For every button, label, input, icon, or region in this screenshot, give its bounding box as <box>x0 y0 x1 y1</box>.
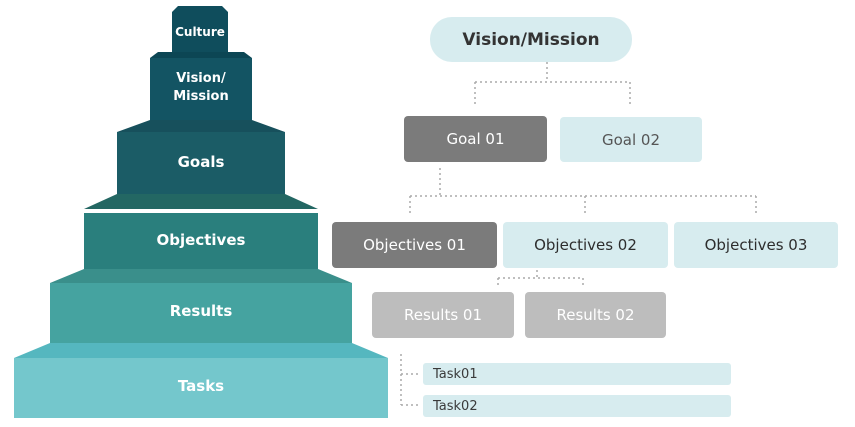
node-objectives-01: Objectives 01 <box>332 222 497 268</box>
node-objectives-03: Objectives 03 <box>674 222 838 268</box>
pyramid-tasks-block <box>14 358 388 418</box>
pyramid-label-objectives: Objectives <box>156 231 246 249</box>
pyramid-vision-top <box>150 52 252 58</box>
pyramid-goals-top <box>117 120 285 132</box>
pyramid-vision-block <box>150 58 252 120</box>
pyramid-objectives-top <box>84 194 318 209</box>
pyramid-graphic <box>14 6 388 418</box>
pyramid-label-culture: Culture <box>175 25 225 39</box>
node-results-02: Results 02 <box>525 292 666 338</box>
node-goal-02: Goal 02 <box>560 117 702 162</box>
node-vision-mission: Vision/Mission <box>430 17 632 62</box>
pyramid-label-goals: Goals <box>177 153 225 171</box>
pyramid-goals-block <box>117 132 285 194</box>
node-task-01: Task01 <box>423 363 731 385</box>
node-results-01: Results 01 <box>372 292 514 338</box>
pyramid-label-vision: Vision/ Mission <box>173 71 229 104</box>
node-task-02: Task02 <box>423 395 731 417</box>
pyramid-culture-block <box>172 6 228 52</box>
pyramid-tasks-top <box>14 343 388 358</box>
pyramid-label-tasks: Tasks <box>177 377 225 395</box>
node-goal-01: Goal 01 <box>404 116 547 162</box>
pyramid-results-top <box>50 269 352 283</box>
node-objectives-02: Objectives 02 <box>503 222 668 268</box>
pyramid-label-results: Results <box>169 302 233 320</box>
pyramid-results-block <box>50 283 352 343</box>
pyramid-objectives-block <box>84 213 318 269</box>
